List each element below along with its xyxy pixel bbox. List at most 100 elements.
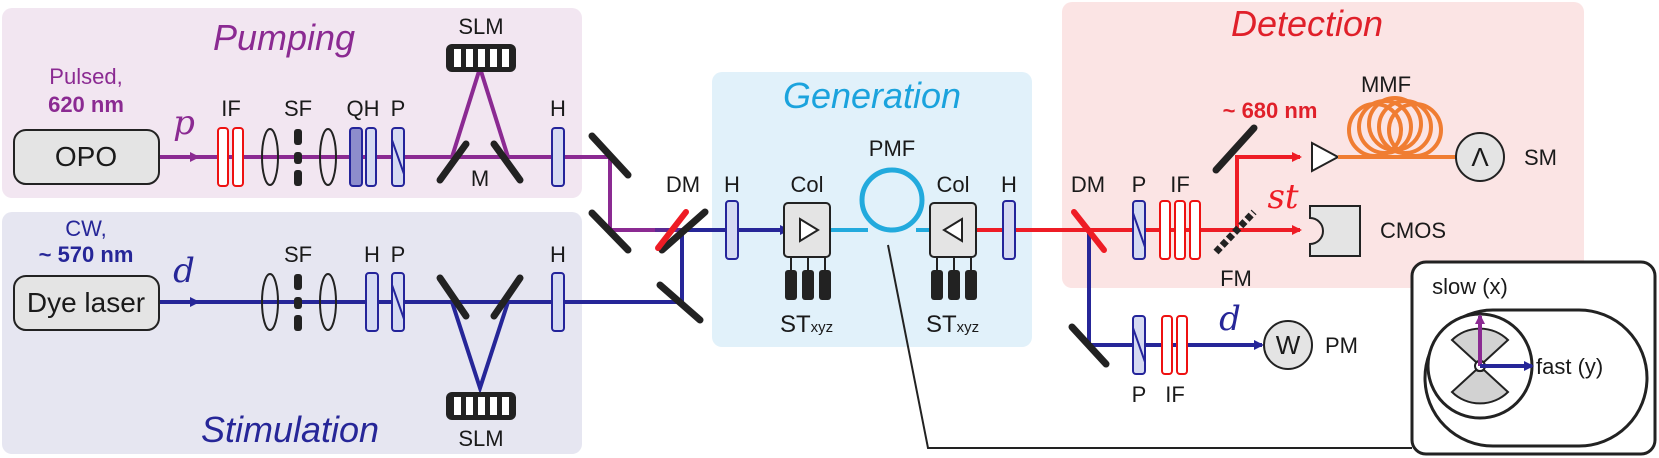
st-left-label: STxyz (780, 311, 833, 338)
dye-mirror-left (436, 274, 470, 320)
col-right-label: Col (936, 172, 969, 197)
dye-laser-source (13, 275, 160, 331)
col-left-label: Col (790, 172, 823, 197)
stimulation-region (2, 212, 582, 454)
pmf-label: PMF (869, 136, 915, 161)
dye-sf-label: SF (284, 242, 312, 267)
pump-h-label: H (550, 96, 566, 121)
sm-label: SM (1524, 145, 1557, 170)
fm-label: FM (1220, 266, 1252, 291)
pm-p-label: P (1132, 382, 1147, 407)
dye-h-label: H (364, 242, 380, 267)
pump-slm-label: SLM (458, 14, 503, 39)
dye-laser-label: Dye laser (27, 287, 145, 318)
dye-halfwave-plate (365, 272, 379, 332)
dye-desc-1: CW, (65, 216, 107, 241)
gen-h-label: H (724, 172, 740, 197)
mmf-fiber (1338, 96, 1460, 159)
mmf-label: MMF (1361, 72, 1411, 97)
dichroic-mirror-1 (655, 209, 689, 251)
stage-right (931, 257, 977, 300)
wavelength-680: ~ 680 nm (1223, 98, 1318, 123)
pickoff-mirror (1068, 323, 1110, 368)
collimator-left (783, 202, 831, 258)
pump-if-filter (217, 127, 244, 187)
dye-beam-slm-loop (450, 301, 510, 395)
pm-if-filter (1161, 315, 1188, 375)
st-right-label: STxyz (926, 311, 979, 338)
detection-title: Detection (1231, 3, 1383, 44)
spectrometer (1455, 132, 1505, 182)
dm2-label: DM (1071, 172, 1105, 197)
stage-left (785, 257, 831, 300)
pmf-cross-section-outline (1423, 308, 1649, 448)
flip-mirror (1213, 209, 1257, 255)
pumping-title: Pumping (213, 17, 355, 58)
opo-desc-1: Pulsed, (49, 64, 122, 89)
opo-label: OPO (55, 141, 117, 172)
generation-title: Generation (783, 75, 961, 116)
pump-halfwave-plate (551, 127, 565, 187)
steering-mirror-1 (588, 132, 632, 179)
det-p-label: P (1132, 172, 1147, 197)
det-polarizer (1132, 200, 1146, 260)
pump-mirror-right (490, 140, 524, 184)
pump-m-label: M (471, 166, 489, 191)
pump-mirror-left (436, 140, 470, 184)
steering-mirror-3 (656, 281, 704, 324)
out-h-label: H (1001, 172, 1017, 197)
power-meter (1263, 320, 1313, 370)
dye-mirror-right (490, 274, 524, 320)
pump-p-label: P (391, 96, 406, 121)
fast-axis-label: fast (y) (1536, 354, 1603, 379)
pm-if-label: IF (1165, 382, 1185, 407)
fiber-coupler (1311, 141, 1341, 173)
det-mirror-top (1212, 124, 1258, 174)
pmf-fiber-loop (859, 167, 925, 233)
st-left-sub: xyz (811, 319, 834, 336)
dm1-label: DM (666, 172, 700, 197)
gen-halfwave-plate (725, 200, 739, 260)
collimator-right (929, 202, 977, 258)
opo-desc-2: 620 nm (48, 92, 124, 117)
steering-mirror-4 (658, 208, 709, 254)
cmos-label: CMOS (1380, 218, 1446, 243)
pump-spatial-filter (261, 128, 337, 186)
pm-polarizer (1132, 315, 1146, 375)
dye-desc-2: ~ 570 nm (39, 242, 134, 267)
pump-slm (446, 44, 516, 72)
pump-if-label: IF (221, 96, 241, 121)
dye-out-symbol: d (1219, 299, 1241, 339)
steering-mirror-2 (588, 209, 632, 254)
pump-polarizer (391, 127, 405, 187)
pm-label: PM (1325, 333, 1358, 358)
det-if-label: IF (1170, 172, 1190, 197)
pump-sf-label: SF (284, 96, 312, 121)
power-meter-symbol: W (1276, 330, 1301, 360)
pump-beam (160, 155, 655, 232)
inset-pointer (887, 244, 1412, 449)
pump-symbol: p (173, 103, 195, 143)
st-right-sub: xyz (957, 319, 980, 336)
opo-source (13, 129, 160, 185)
cmos-camera (1309, 205, 1361, 257)
dye-symbol: d (173, 251, 195, 291)
stokes-symbol: st (1267, 177, 1298, 217)
dye-halfwave-plate-2 (551, 272, 565, 332)
dye-slm-label: SLM (458, 426, 503, 451)
slow-axis-label: slow (x) (1432, 274, 1508, 299)
pump-qh-label: QH (347, 96, 380, 121)
dye-p-label: P (391, 242, 406, 267)
det-if-filter (1159, 200, 1201, 260)
pump-quarter-half-plate (349, 127, 377, 187)
stimulation-title: Stimulation (201, 409, 379, 450)
dichroic-mirror-2 (1071, 209, 1107, 253)
spectrometer-symbol: Λ (1471, 142, 1489, 172)
out-halfwave-plate (1002, 200, 1016, 260)
dye-h2-label: H (550, 242, 566, 267)
st-left-main: ST (780, 311, 811, 338)
dye-spatial-filter (261, 273, 337, 331)
st-right-main: ST (926, 311, 957, 338)
dye-slm (446, 392, 516, 420)
